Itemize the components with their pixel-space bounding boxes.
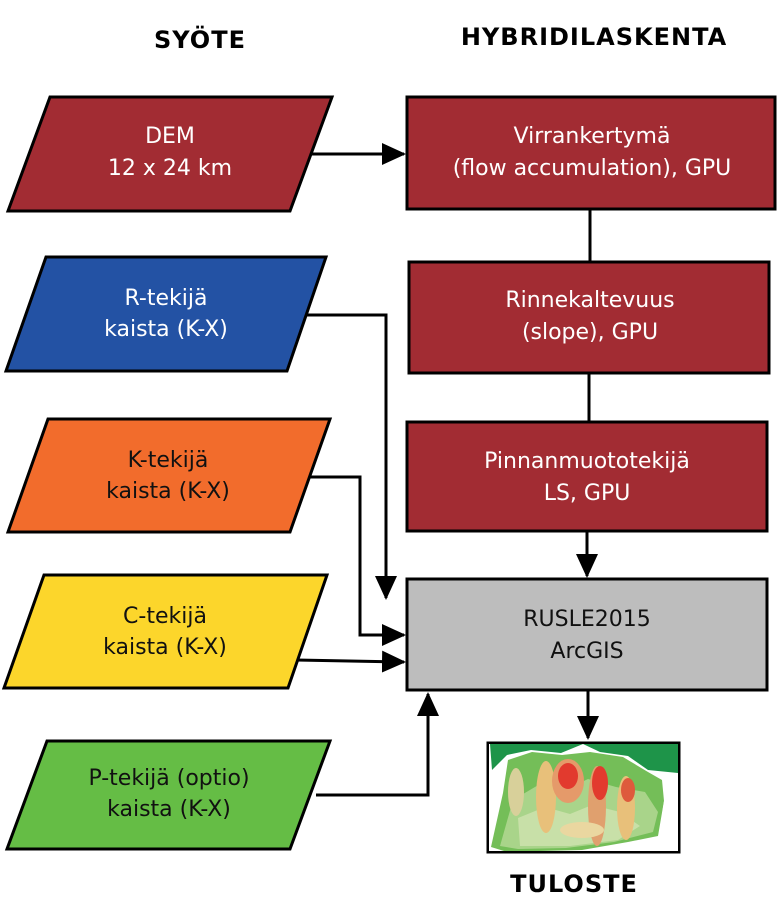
c-factor-band-label: kaista (K-X) [103, 635, 227, 660]
dem-input-shape [5, 95, 335, 213]
process-flow-accumulation: Virrankertymä (flow accumulation), GPU [405, 95, 777, 211]
output-column-header: TULOSTE [510, 870, 638, 898]
c-factor-input-shape [1, 573, 330, 690]
k-factor-label: K-tekijä [128, 448, 209, 473]
ls-factor-box [405, 420, 769, 533]
slope-box [407, 260, 771, 375]
rusle-box [405, 577, 769, 692]
dem-size-label: 12 x 24 km [108, 156, 232, 181]
k-factor-band-label: kaista (K-X) [106, 479, 230, 504]
p-factor-label: P-tekijä (optio) [88, 766, 249, 791]
input-dem: DEM 12 x 24 km [5, 95, 335, 213]
slope-sublabel: (slope), GPU [522, 320, 658, 345]
p-factor-input-shape [4, 739, 333, 851]
flow-accumulation-box [405, 95, 777, 211]
r-factor-label: R-tekijä [125, 286, 208, 311]
c-factor-label: C-tekijä [123, 604, 207, 629]
output-erosion-map [486, 741, 681, 854]
connectors [295, 143, 599, 797]
input-k-factor: K-tekijä kaista (K-X) [5, 417, 333, 534]
ls-factor-label: Pinnanmuototekijä [484, 449, 690, 474]
flow-accumulation-sublabel: (flow accumulation), GPU [453, 156, 732, 181]
p-factor-band-label: kaista (K-X) [107, 797, 231, 822]
process-slope: Rinnekaltevuus (slope), GPU [407, 260, 771, 375]
r-factor-input-shape [3, 255, 329, 373]
p-factor-to-rusle-arrow [316, 692, 439, 797]
rusle-sublabel: ArcGIS [550, 639, 623, 664]
rusle-label: RUSLE2015 [523, 607, 651, 632]
ls-factor-sublabel: LS, GPU [544, 481, 631, 506]
input-p-factor: P-tekijä (optio) kaista (K-X) [4, 739, 333, 851]
r-factor-band-label: kaista (K-X) [104, 317, 228, 342]
process-ls-factor: Pinnanmuototekijä LS, GPU [405, 420, 769, 533]
processing-column-header: HYBRIDILASKENTA [461, 23, 727, 51]
c-factor-to-rusle-arrow [295, 650, 406, 673]
r-factor-to-rusle-arrow [305, 313, 397, 600]
k-factor-input-shape [5, 417, 333, 534]
slope-label: Rinnekaltevuus [505, 288, 674, 313]
process-rusle: RUSLE2015 ArcGIS [405, 577, 769, 692]
input-c-factor: C-tekijä kaista (K-X) [1, 573, 330, 690]
k-factor-to-rusle-arrow [309, 475, 406, 646]
flow-accumulation-label: Virrankertymä [514, 124, 671, 149]
input-column-header: SYÖTE [154, 24, 246, 54]
input-r-factor: R-tekijä kaista (K-X) [3, 255, 329, 373]
dem-label: DEM [145, 124, 195, 149]
